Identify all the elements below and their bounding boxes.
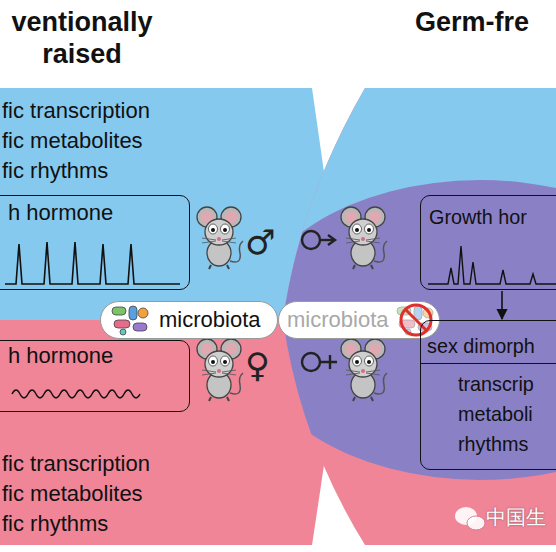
male-mouse (197, 207, 243, 269)
conventional-male-band: fic transcriptionfic metabolitesfic rhyt… (0, 88, 345, 320)
female-symbol: ♀ (245, 345, 270, 385)
purple-region (245, 180, 556, 480)
female-symbol-masculinized (302, 353, 337, 371)
microbiota-pill: microbiota (100, 301, 278, 339)
feature-line: fic metabolites (0, 126, 345, 156)
feature-line: fic rhythms (0, 509, 345, 539)
watermark: 中国生 (486, 504, 546, 531)
female-mouse (197, 339, 243, 401)
feature-line: fic transcription (0, 96, 345, 126)
list-item: metaboli (421, 398, 556, 428)
pulse-trace (5, 242, 180, 284)
microbe-icon (109, 303, 153, 337)
microbe-icon (112, 306, 148, 335)
conventional-female-band: fic transcriptionfic metabolitesfic rhyt… (0, 320, 345, 545)
panel-heading: ventionally raised (0, 6, 164, 70)
panel-heading: Germ-fre (415, 6, 529, 38)
box-label: h hormone (6, 343, 181, 369)
list-item: rhythms (421, 428, 556, 458)
box-label: Growth hor (429, 204, 556, 230)
box-label: h hormone (6, 200, 181, 226)
watermark-icon (455, 507, 485, 530)
pill-label: microbiota (287, 307, 388, 333)
hormone-box: h hormone (0, 195, 190, 290)
sex-dimorphism-box: sex dimorph transcripmetabolirhythms (420, 320, 556, 470)
germ-free-panel (245, 80, 556, 552)
feature-line: fic transcription (0, 449, 345, 479)
growth-hormone-box: Growth hor (420, 195, 556, 290)
flat-trace (12, 390, 140, 398)
feature-line: fic metabolites (0, 479, 345, 509)
female-mouse (341, 339, 387, 401)
male-symbol: ♂ (245, 222, 275, 262)
feature-line: fic rhythms (0, 156, 345, 186)
pill-label: microbiota (159, 307, 260, 333)
list-item: transcrip (421, 368, 556, 398)
arrow-connector (501, 291, 503, 319)
microbiota-pill-absent: microbiota (278, 301, 440, 339)
hormone-box: h hormone (0, 340, 190, 412)
weak-pulse-trace (428, 246, 556, 284)
male-symbol-feminized (302, 231, 335, 249)
male-mouse (341, 207, 387, 269)
box-heading: sex dimorph (421, 321, 556, 364)
